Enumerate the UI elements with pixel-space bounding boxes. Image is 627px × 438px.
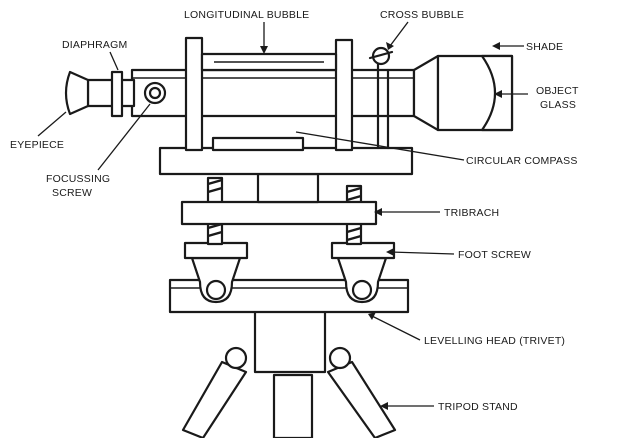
foot-screw-left xyxy=(183,241,249,304)
circular-compass-box xyxy=(211,136,305,152)
cross-bubble-assembly xyxy=(368,46,394,150)
tripod-center-leg xyxy=(272,373,314,438)
diaphragm-ring xyxy=(110,70,124,118)
telescope xyxy=(64,54,514,132)
label-object-glass-2: GLASS xyxy=(540,99,576,111)
tripod-left-leg xyxy=(181,360,248,438)
label-foot-screw: FOOT SCREW xyxy=(458,249,531,261)
label-focussing-screw-2: SCREW xyxy=(52,187,92,199)
telescope-standards xyxy=(184,36,354,152)
telescope-tube xyxy=(130,68,416,118)
label-longitudinal-bubble: LONGITUDINAL BUBBLE xyxy=(184,9,309,21)
label-tribrach: TRIBRACH xyxy=(444,207,499,219)
trivet-stem xyxy=(253,308,327,374)
label-levelling-head: LEVELLING HEAD (TRIVET) xyxy=(424,335,565,347)
tripod-stand xyxy=(181,346,397,438)
eyepiece xyxy=(64,70,90,116)
labels: LONGITUDINAL BUBBLE CROSS BUBBLE SHADE D… xyxy=(10,9,579,413)
label-eyepiece: EYEPIECE xyxy=(10,139,64,151)
label-shade: SHADE xyxy=(526,41,563,53)
vertical-spindle xyxy=(256,172,320,204)
tripod-left-pivot xyxy=(224,346,248,370)
label-circular-compass: CIRCULAR COMPASS xyxy=(466,155,578,167)
label-diaphragm: DIAPHRAGM xyxy=(62,39,127,51)
upper-plate xyxy=(158,136,414,176)
tribrach-plate xyxy=(180,200,378,226)
label-tripod-stand: TRIPOD STAND xyxy=(438,401,518,413)
tripod-right-pivot xyxy=(328,346,352,370)
leader-lines xyxy=(37,21,528,410)
label-object-glass-1: OBJECT xyxy=(536,85,579,97)
tripod-right-leg xyxy=(326,360,397,438)
label-cross-bubble: CROSS BUBBLE xyxy=(380,9,464,21)
objective-flare xyxy=(412,54,440,132)
foot-screw-right xyxy=(330,241,396,304)
label-focussing-screw-1: FOCUSSING xyxy=(46,173,110,185)
